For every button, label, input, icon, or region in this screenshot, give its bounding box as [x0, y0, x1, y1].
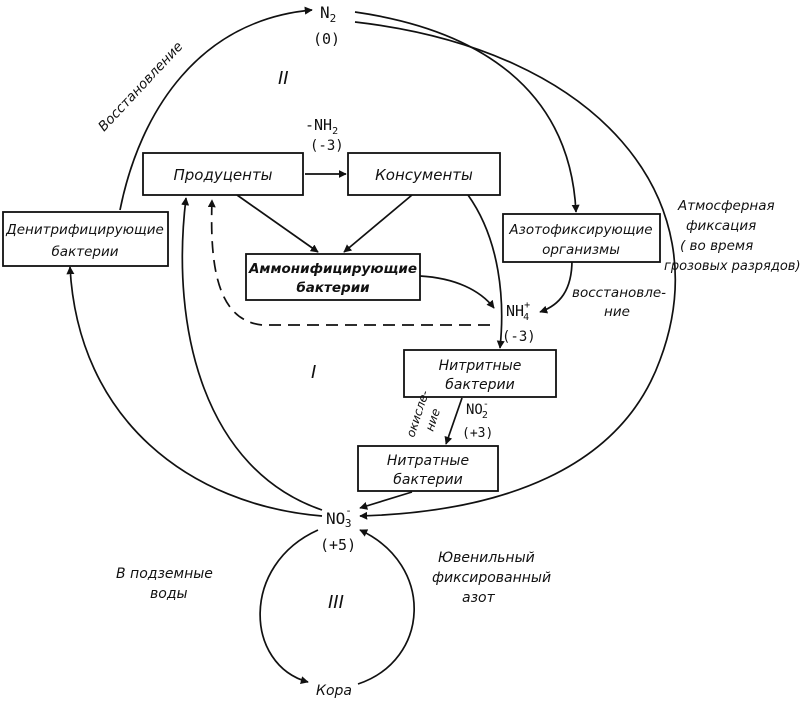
cycle-two-label: II — [278, 68, 289, 89]
svg-text:бактерии: бактерии — [296, 280, 370, 296]
svg-text:Ювенильный: Ювенильный — [438, 550, 535, 566]
svg-text:Продуценты: Продуценты — [173, 166, 272, 184]
groundwater-label: В подземные воды — [116, 566, 213, 602]
svg-text:грозовых разрядов): грозовых разрядов) — [664, 259, 801, 274]
svg-text:(+5): (+5) — [320, 536, 356, 554]
arrow-atmospheric-fixation — [354, 21, 677, 520]
svg-text:NH+4: NH+4 — [506, 300, 530, 323]
svg-text:бактерии: бактерии — [393, 472, 463, 488]
producers-box: Продуценты — [142, 152, 304, 196]
arrow-no3-to-crust — [259, 529, 319, 684]
svg-text:фиксированный: фиксированный — [432, 570, 551, 586]
denitrifying-bacteria-box: Денитрифицирующие бактерии — [2, 211, 169, 267]
n2-node: N2 (0) — [313, 3, 340, 48]
svg-text:ние: ние — [604, 304, 630, 320]
arrow-nitrate-to-no3 — [359, 491, 413, 510]
arrows — [66, 6, 677, 685]
svg-text:Нитритные: Нитритные — [439, 358, 522, 374]
reduction-label-mid: восстановле- ние — [572, 285, 666, 320]
no2-node: NO-2 (+3) — [462, 399, 493, 441]
arrow-nitrogen-fixing-to-nh4 — [539, 259, 573, 314]
svg-text:Атмосферная: Атмосферная — [677, 198, 775, 214]
svg-text:ние: ние — [423, 407, 443, 433]
svg-text:Нитратные: Нитратные — [387, 453, 469, 469]
arrow-consumers-to-nitrite — [467, 194, 505, 349]
svg-text:воды: воды — [150, 586, 188, 602]
svg-text:(-3): (-3) — [310, 138, 344, 154]
svg-text:NO-2: NO-2 — [466, 399, 489, 421]
svg-text:восстановле-: восстановле- — [572, 285, 666, 301]
crust-label: Кора — [316, 683, 352, 699]
nh2-node: -NH2 (-3) — [305, 116, 344, 154]
arrow-n2-to-nitrogen-fixing — [354, 11, 580, 213]
svg-text:Денитрифицирующие: Денитрифицирующие — [5, 222, 164, 238]
cycle-three-label: III — [328, 592, 344, 613]
atmospheric-fixation-label: Атмосферная фиксация ( во время грозовых… — [664, 198, 801, 274]
svg-text:(0): (0) — [313, 30, 340, 48]
svg-text:В подземные: В подземные — [116, 566, 213, 582]
arrow-nitrite-to-nitrate — [444, 397, 463, 445]
svg-text:NO-3: NO-3 — [326, 504, 352, 530]
svg-text:(+3): (+3) — [462, 426, 493, 441]
arrow-nh4-to-producers-dashed — [207, 199, 490, 326]
arrow-denitrifying-to-n2 — [119, 6, 313, 211]
arrow-crust-to-no3 — [357, 529, 415, 685]
cycle-one-label: I — [311, 362, 316, 383]
svg-text:организмы: организмы — [542, 242, 620, 258]
svg-text:бактерии: бактерии — [445, 377, 515, 393]
nh4-node: NH+4 (-3) — [502, 300, 536, 345]
arrow-producers-to-ammonifying — [236, 194, 319, 253]
nitrite-bacteria-box: Нитритные бактерии — [403, 349, 557, 398]
nitrogen-fixing-organisms-box: Азотофиксирующие организмы — [502, 213, 661, 263]
nitrate-bacteria-box: Нитратные бактерии — [357, 445, 499, 492]
ammonifying-bacteria-box: Аммонифицирующие бактерии — [245, 253, 421, 301]
svg-text:Консументы: Консументы — [375, 166, 473, 184]
svg-text:фиксация: фиксация — [686, 218, 756, 234]
arrow-no3-to-denitrifying — [66, 266, 323, 517]
svg-text:N2: N2 — [320, 3, 336, 25]
arrow-consumers-to-ammonifying — [343, 194, 413, 253]
arrow-ammonifying-to-nh4 — [419, 275, 495, 309]
consumers-box: Консументы — [347, 152, 501, 196]
svg-text:(-3): (-3) — [502, 329, 536, 345]
svg-text:( во время: ( во время — [680, 238, 753, 254]
svg-text:-NH2: -NH2 — [305, 116, 338, 137]
svg-text:азот: азот — [462, 590, 496, 606]
juvenile-nitrogen-label: Ювенильный фиксированный азот — [432, 550, 551, 606]
svg-text:бактерии: бактерии — [51, 244, 118, 260]
svg-text:Аммонифицирующие: Аммонифицирующие — [248, 261, 417, 277]
svg-text:Азотофиксирующие: Азотофиксирующие — [508, 222, 652, 238]
no3-node: NO-3 (+5) — [320, 504, 356, 554]
arrow-no3-to-producers — [181, 197, 323, 511]
